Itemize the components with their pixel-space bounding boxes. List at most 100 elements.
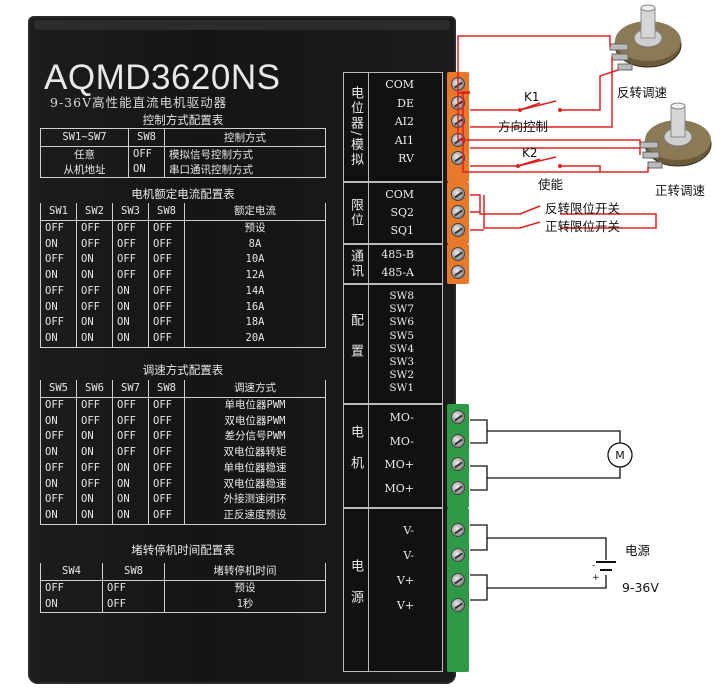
pin-label: SW1 bbox=[389, 382, 414, 395]
table-cell: ON bbox=[40, 413, 77, 430]
table-cell: 8A bbox=[184, 236, 326, 253]
table-cell: ON bbox=[40, 476, 77, 493]
terminal-screw-icon[interactable] bbox=[451, 480, 465, 495]
pin-label: RV bbox=[398, 152, 414, 165]
table-cell: OFF bbox=[40, 429, 77, 446]
table-cell: OFF bbox=[76, 299, 113, 316]
potentiometer-forward-icon bbox=[639, 102, 712, 169]
terminal-screw-icon[interactable] bbox=[451, 151, 465, 165]
pin-label: 485-B bbox=[381, 248, 414, 261]
terminal-screw-icon[interactable] bbox=[451, 573, 465, 587]
connector-pins: MO-MO-MO+MO+ bbox=[368, 405, 442, 507]
forward-limit-switch-label: 正转限位开关 bbox=[545, 219, 621, 234]
table-cell: OFF bbox=[148, 252, 185, 269]
pin-label: SW3 bbox=[389, 356, 414, 368]
terminal-screw-icon[interactable] bbox=[451, 205, 465, 219]
potentiometer-reverse-icon bbox=[609, 4, 682, 71]
pin-label: SW4 bbox=[389, 342, 414, 355]
table-cell: 1秒 bbox=[164, 596, 326, 614]
connector-block-label: 电源 bbox=[348, 559, 363, 621]
terminal-screw-icon[interactable] bbox=[451, 247, 465, 261]
table-cell: OFF bbox=[112, 413, 149, 430]
table-cell: 单电位器稳速 bbox=[184, 460, 326, 477]
table-cell: ON bbox=[112, 299, 149, 316]
table-row: 任意 OFF 模拟信号控制方式 bbox=[40, 145, 326, 162]
control-table-title: 控制方式配置表 bbox=[142, 113, 224, 127]
terminal-screw-icon[interactable] bbox=[451, 457, 465, 471]
pin-label: V- bbox=[403, 549, 414, 562]
table-header-row: SW1~SW7 SW8 控制方式 bbox=[40, 128, 326, 147]
terminal-screw-icon[interactable] bbox=[451, 187, 465, 201]
table-cell: 双电位器转矩 bbox=[184, 445, 326, 461]
table-row: 从机地址 ON 串口通讯控制方式 bbox=[40, 161, 326, 178]
pin-label: V- bbox=[403, 524, 414, 537]
pin-label: MO- bbox=[389, 411, 414, 424]
terminal-screw-icon[interactable] bbox=[451, 265, 465, 279]
k1-label: K1 bbox=[524, 90, 540, 104]
table-cell: OFF bbox=[76, 413, 113, 430]
table-header: 额定电流 bbox=[184, 203, 326, 221]
table-cell: 18A bbox=[184, 315, 326, 331]
terminal-screw-icon[interactable] bbox=[451, 433, 465, 448]
current-table-title: 电机额定电流配置表 bbox=[131, 187, 235, 201]
table-cell: 模拟信号控制方式 bbox=[164, 145, 326, 162]
table-cell: OFF bbox=[148, 236, 185, 253]
pin-label: SQ2 bbox=[390, 206, 414, 219]
model-subtitle: 9-36V高性能直流电机驱动器 bbox=[50, 95, 228, 110]
motor-wires bbox=[470, 419, 621, 491]
table-cell: OFF bbox=[148, 445, 185, 461]
table-cell: 单电位器PWM bbox=[184, 397, 326, 414]
battery-minus-label: - bbox=[592, 561, 595, 571]
terminal-screw-icon[interactable] bbox=[451, 410, 465, 424]
terminal-screw-icon[interactable] bbox=[451, 223, 465, 237]
power-label: 电源 bbox=[625, 543, 651, 558]
battery-icon: - + bbox=[592, 561, 616, 583]
pin-label: SW5 bbox=[389, 329, 414, 342]
connector-block-label: 电位器/模拟 bbox=[348, 86, 363, 168]
table-cell: OFF bbox=[112, 397, 149, 414]
table-cell: OFF bbox=[128, 145, 165, 162]
control-table: SW1~SW7 SW8 控制方式 任意 OFF 模拟信号控制方式 从机地址 ON… bbox=[40, 128, 326, 178]
pin-label: COM bbox=[385, 188, 414, 201]
pin-label: V+ bbox=[396, 574, 414, 587]
table-cell: OFF bbox=[112, 236, 149, 253]
pin-label: SW6 bbox=[389, 316, 414, 329]
table-cell: ON bbox=[112, 283, 149, 300]
pin-label: MO- bbox=[389, 434, 414, 448]
table-cell: OFF bbox=[112, 445, 149, 461]
table-cell: OFF bbox=[76, 397, 113, 414]
pin-label: COM bbox=[385, 78, 414, 91]
table-header: SW5 bbox=[40, 380, 77, 398]
table-cell: ON bbox=[40, 236, 77, 253]
pin-label: SW8 bbox=[389, 290, 414, 302]
terminal-screw-icon[interactable] bbox=[451, 523, 465, 537]
terminal-screw-icon[interactable] bbox=[451, 548, 465, 562]
terminal-screw-icon[interactable] bbox=[451, 598, 465, 612]
pin-label: AI1 bbox=[394, 133, 414, 147]
table-cell: 串口通讯控制方式 bbox=[164, 161, 326, 178]
table-cell: 20A bbox=[184, 330, 326, 348]
pin-label: SW7 bbox=[389, 303, 414, 316]
reverse-limit-switch-label: 反转限位开关 bbox=[545, 201, 621, 216]
connector-block-label: 电机 bbox=[348, 425, 363, 487]
